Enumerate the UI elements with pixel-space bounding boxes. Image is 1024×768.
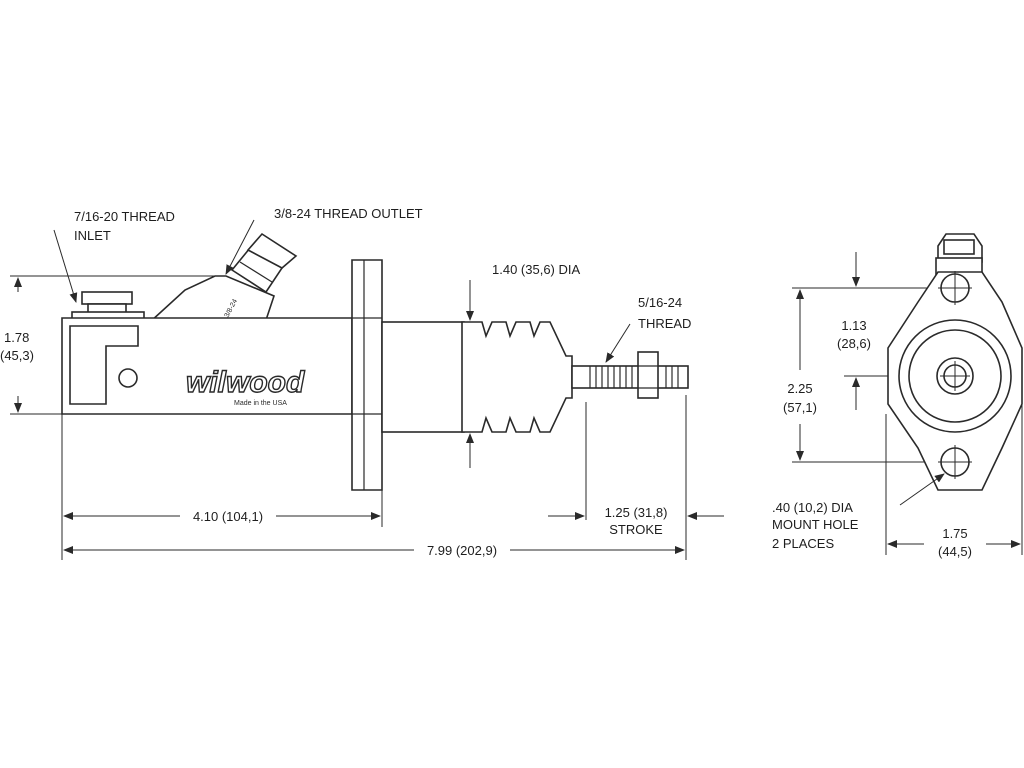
inlet-label-line2: INLET bbox=[74, 228, 111, 243]
height-label-in: 1.78 bbox=[4, 330, 29, 345]
outlet-leader bbox=[225, 219, 255, 275]
overall-length-label: 7.99 (202,9) bbox=[427, 543, 497, 558]
rubber-boot bbox=[461, 321, 573, 433]
boot-dia-label: 1.40 (35,6) DIA bbox=[492, 262, 580, 277]
end-view-fitting bbox=[935, 233, 983, 277]
flange-width-label-mm: (44,5) bbox=[938, 544, 972, 559]
body-length-label: 4.10 (104,1) bbox=[193, 509, 263, 524]
wilwood-logo: wilwood bbox=[186, 366, 305, 399]
rod-thread-label-line2: THREAD bbox=[638, 316, 691, 331]
cylinder-body: wilwood Made in the USA bbox=[61, 317, 353, 415]
center-offset-label-mm: (28,6) bbox=[837, 336, 871, 351]
mount-hole-label-line3: 2 PLACES bbox=[772, 536, 834, 551]
jam-nut bbox=[637, 351, 659, 399]
mount-hole-leader bbox=[899, 473, 945, 506]
rod-thread-label-line1: 5/16-24 bbox=[638, 295, 682, 310]
side-view: 3/8-24 wilwood Made in the USA bbox=[10, 219, 724, 560]
mounting-flange bbox=[351, 259, 383, 491]
flange-width-label-in: 1.75 bbox=[942, 526, 967, 541]
stroke-label: STROKE bbox=[609, 522, 663, 537]
outlet-label: 3/8-24 THREAD OUTLET bbox=[274, 206, 423, 221]
stroke-value-label: 1.25 (31,8) bbox=[605, 505, 668, 520]
boot-holder bbox=[381, 321, 465, 433]
body-bore-hole bbox=[118, 368, 138, 388]
center-offset-label-in: 1.13 bbox=[841, 318, 866, 333]
mount-hole-label-line1: .40 (10,2) DIA bbox=[772, 500, 853, 515]
height-label-mm: (45,3) bbox=[0, 348, 34, 363]
inlet-leader bbox=[53, 229, 78, 303]
push-rod bbox=[571, 351, 689, 399]
made-in-usa-text: Made in the USA bbox=[234, 400, 287, 407]
hole-spacing-label-in: 2.25 bbox=[787, 381, 812, 396]
end-view bbox=[792, 233, 1023, 555]
rod-thread-leader bbox=[605, 323, 631, 363]
hole-spacing-label-mm: (57,1) bbox=[783, 400, 817, 415]
inlet-fitting bbox=[71, 291, 145, 321]
inlet-label-line1: 7/16-20 THREAD bbox=[74, 209, 175, 224]
mount-hole-label-line2: MOUNT HOLE bbox=[772, 517, 859, 532]
